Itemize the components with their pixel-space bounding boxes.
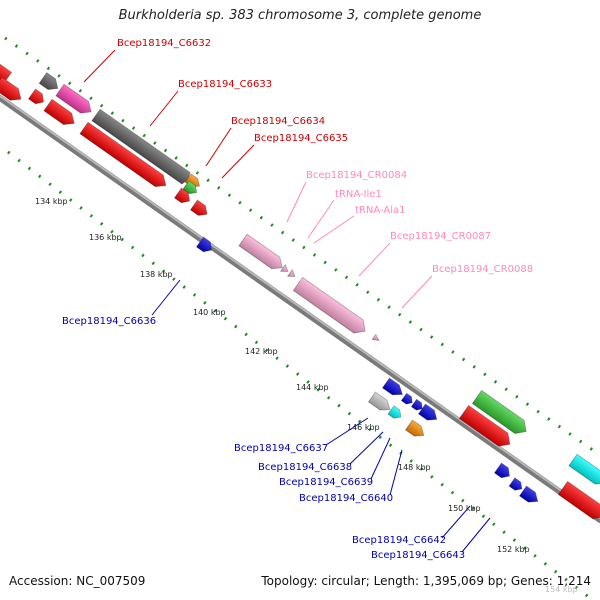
tick-label-152: 152 kbp [497,545,530,554]
tick-label-138: 138 kbp [140,270,173,279]
leader-c6635 [221,144,255,179]
axis-tick-labels: 134 kbp 136 kbp 138 kbp 140 kbp 142 kbp … [35,197,578,594]
gene-red-a[interactable] [0,76,25,105]
tick-label-144: 144 kbp [296,383,329,392]
accession-text: Accession: NC_007509 [9,574,146,588]
leader-c6642 [441,505,471,539]
leader-c6640 [389,449,403,496]
leader-c6636 [151,279,181,316]
tick-label-154: 154 kbp [545,585,578,594]
gene-cyan-right[interactable] [568,453,600,488]
gene-blue-c6642b[interactable] [508,477,525,493]
tick-label-150: 150 kbp [448,504,481,513]
gene-gray-small[interactable] [38,72,61,94]
gene-blue-c6643[interactable] [518,485,542,506]
gene-red-right[interactable] [458,404,514,450]
gene-red-b[interactable] [27,88,47,107]
leader-c6643 [461,517,491,553]
tick-label-148: 148 kbp [398,463,431,472]
red-feature-labels: Bcep18194_C6632 Bcep18194_C6633 Bcep1819… [117,38,348,144]
gene-gray-c6637[interactable] [367,391,394,414]
leader-trna-ile1 [307,199,335,239]
gene-green[interactable] [182,180,199,197]
gene-blue-c6640[interactable] [417,403,441,424]
leader-trna-ala1 [313,215,355,244]
gene-pink-trna-ile1[interactable] [279,263,291,275]
tick-label-140: 140 kbp [193,308,226,317]
feature-label-c6636[interactable]: Bcep18194_C6636 [62,316,156,327]
gene-red-f[interactable] [189,199,211,219]
map-title: Burkholderia sp. 383 chromosome 3, compl… [118,8,482,23]
gene-blue-c6642a[interactable] [493,462,513,481]
gene-blue-c6637[interactable] [381,377,406,399]
gene-red-e[interactable] [173,187,193,206]
leader-cr0087 [358,242,391,277]
gene-blue-c6636[interactable] [195,236,215,255]
gene-pink-cr0084[interactable] [238,233,286,273]
pink-feature-labels: Bcep18194_CR0084 tRNA-Ile1 tRNA-Ala1 Bce… [306,170,533,275]
leader-c6638 [349,431,384,465]
feature-label-cr0087[interactable]: Bcep18194_CR0087 [390,231,491,242]
feature-label-cr0088[interactable]: Bcep18194_CR0088 [432,264,533,275]
leader-cr0084 [286,181,307,223]
leader-c6634 [205,127,232,167]
feature-label-c6642[interactable]: Bcep18194_C6642 [352,535,446,546]
chromosome-backbone-highlight [0,95,600,519]
gene-green-right[interactable] [471,389,530,438]
blue-feature-labels: Bcep18194_C6636 Bcep18194_C6637 Bcep1819… [62,316,465,561]
gene-red-c[interactable] [43,98,78,129]
feature-label-trna-ile1[interactable]: tRNA-Ile1 [335,189,382,200]
tick-label-134: 134 kbp [35,197,68,206]
gene-features [0,63,600,523]
gene-red-d[interactable] [79,121,170,191]
leader-c6637 [325,417,369,446]
leader-c6633 [149,90,179,127]
gene-pink-cr0088[interactable] [371,333,380,343]
feature-label-trna-ala1[interactable]: tRNA-Ala1 [355,205,405,216]
gene-blue-c6639a[interactable] [400,392,414,406]
inner-tick-track [7,150,591,600]
gene-orange-c6640[interactable] [404,419,428,440]
genome-summary-text: Topology: circular; Length: 1,395,069 bp… [261,574,591,588]
feature-label-c6634[interactable]: Bcep18194_C6634 [231,116,325,127]
feature-label-c6639[interactable]: Bcep18194_C6639 [279,477,373,488]
gene-cyan-c6638[interactable] [387,405,404,421]
gene-gray-long[interactable] [91,108,192,185]
chromosome-backbone [0,95,600,523]
feature-label-c6638[interactable]: Bcep18194_C6638 [258,462,352,473]
feature-label-c6632[interactable]: Bcep18194_C6632 [117,38,211,49]
leader-c6639 [370,437,391,480]
gene-red-right-edge[interactable] [557,480,600,523]
feature-label-c6640[interactable]: Bcep18194_C6640 [299,493,393,504]
feature-label-c6643[interactable]: Bcep18194_C6643 [371,550,465,561]
leader-c6632 [83,49,116,83]
gene-blue-c6639b[interactable] [410,398,424,412]
feature-label-c6635[interactable]: Bcep18194_C6635 [254,133,348,144]
leader-cr0088 [401,275,433,309]
feature-label-c6637[interactable]: Bcep18194_C6637 [234,443,328,454]
outer-tick-track [4,36,600,457]
feature-label-cr0084[interactable]: Bcep18194_CR0084 [306,170,407,181]
tick-label-142: 142 kbp [245,347,278,356]
label-leaders [83,49,491,553]
feature-label-c6633[interactable]: Bcep18194_C6633 [178,79,272,90]
gene-pink-trna-ala1[interactable] [286,268,298,280]
gene-pink-cr0087[interactable] [292,276,369,337]
gene-magenta[interactable] [55,83,95,117]
tick-label-146: 146 kbp [347,423,380,432]
tick-label-136: 136 kbp [89,233,122,242]
